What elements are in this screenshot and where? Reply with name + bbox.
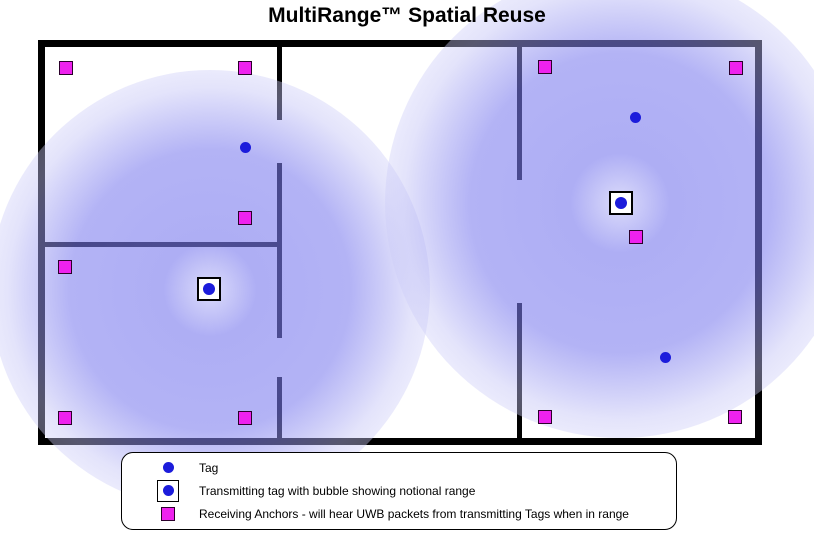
tag-icon	[162, 462, 174, 474]
tag-marker	[239, 141, 251, 153]
transmitting-tag-icon	[157, 479, 179, 502]
legend-symbol-cell	[152, 462, 184, 474]
legend-item-transmitting-tag: Transmitting tag with bubble showing not…	[152, 479, 666, 502]
tag-marker	[659, 351, 671, 363]
tag-marker	[629, 111, 641, 123]
transmitting-tag-marker	[197, 277, 221, 301]
legend-symbol-cell	[152, 507, 184, 522]
receiving-anchor-marker	[538, 60, 552, 74]
receiving-anchor-marker	[238, 411, 252, 425]
tag-dot-icon	[615, 197, 627, 209]
legend-item-receiving-anchor: Receiving Anchors - will hear UWB packet…	[152, 507, 666, 522]
legend: Tag Transmitting tag with bubble showing…	[121, 452, 677, 530]
legend-symbol-cell	[152, 479, 184, 502]
receiving-anchor-marker	[728, 410, 742, 424]
diagram-title: MultiRange™ Spatial Reuse	[268, 4, 546, 27]
receiving-anchor-marker	[58, 260, 72, 274]
receiving-anchor-marker	[59, 61, 73, 75]
legend-label-tag: Tag	[199, 460, 219, 475]
receiving-anchor-marker	[729, 61, 743, 75]
legend-label-receiving-anchor: Receiving Anchors - will hear UWB packet…	[199, 507, 629, 522]
tag-dot-icon	[162, 485, 174, 497]
tag-dot-icon	[203, 283, 215, 295]
receiving-anchor-marker	[238, 61, 252, 75]
receiving-anchor-marker	[238, 211, 252, 225]
legend-label-transmitting-tag: Transmitting tag with bubble showing not…	[199, 483, 476, 498]
legend-item-tag: Tag	[152, 461, 666, 475]
transmitting-tag-marker	[609, 191, 633, 215]
receiving-anchor-marker	[538, 410, 552, 424]
receiving-anchor-marker	[58, 411, 72, 425]
receiving-anchor-marker	[629, 230, 643, 244]
anchor-icon	[161, 507, 175, 522]
